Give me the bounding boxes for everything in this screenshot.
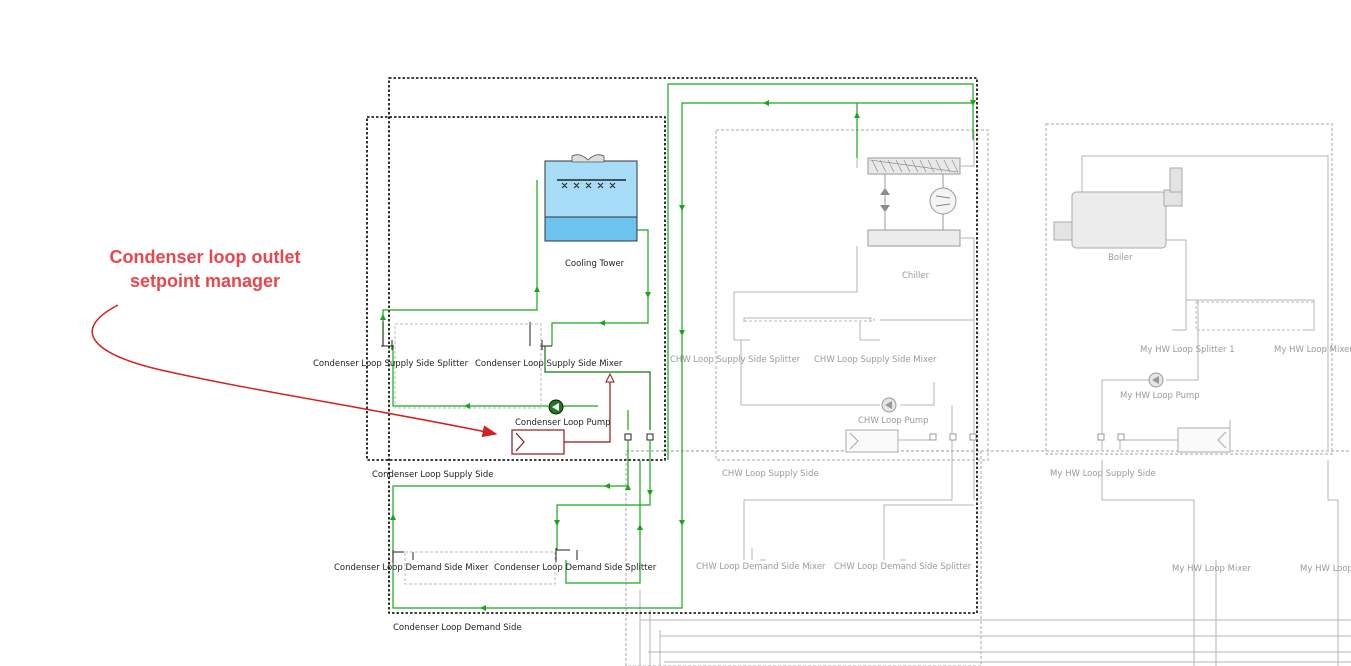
chw-demand-mixer-label: CHW Loop Demand Side Mixer: [696, 562, 826, 572]
annotation-line-2: setpoint manager: [130, 271, 280, 291]
chw-supply-side-box[interactable]: [715, 129, 989, 461]
condenser-pump-label: Condenser Loop Pump: [515, 418, 611, 428]
condenser-supply-side-label: Condenser Loop Supply Side: [372, 470, 494, 480]
chw-supply-mixer-label: CHW Loop Supply Side Mixer: [814, 355, 937, 365]
condenser-demand-branch-box: [404, 551, 556, 585]
condenser-demand-side-label: Condenser Loop Demand Side: [393, 623, 522, 633]
hw-pump-label: My HW Loop Pump: [1120, 391, 1200, 401]
chw-demand-side-box[interactable]: [625, 450, 982, 666]
annotation-arrow: [91, 304, 498, 438]
condenser-supply-splitter-label: Condenser Loop Supply Side Splitter: [313, 359, 469, 369]
condenser-supply-side-box[interactable]: [366, 116, 666, 461]
chiller-icon[interactable]: [867, 157, 961, 247]
chw-setpoint-manager-icon[interactable]: [845, 429, 899, 453]
condenser-supply-mixer-label: Condenser Loop Supply Side Mixer: [475, 359, 623, 369]
chw-demand-splitter-label: CHW Loop Demand Side Splitter: [834, 562, 972, 572]
condenser-demand-splitter-label: Condenser Loop Demand Side Splitter: [494, 563, 657, 573]
condenser-demand-mixer-label: Condenser Loop Demand Side Mixer: [334, 563, 489, 573]
hw-demand-mixer-label: My HW Loop Mixer: [1172, 564, 1251, 574]
hw-loop-graphics: Boiler My HW Loop Splitter 1 My HW Loop …: [1045, 123, 1351, 574]
chw-supply-splitter-label: CHW Loop Supply Side Splitter: [670, 355, 801, 365]
cooling-tower-label: Cooling Tower: [565, 259, 625, 269]
hw-supply-side-label: My HW Loop Supply Side: [1050, 469, 1156, 479]
hw-mixer-label: My HW Loop Mixer: [1274, 345, 1351, 355]
condenser-setpoint-manager-icon[interactable]: [511, 372, 615, 455]
annotation-line-1: Condenser loop outlet: [110, 247, 301, 267]
hw-splitter-label: My HW Loop Splitter 1: [1140, 345, 1235, 355]
chw-supply-side-label: CHW Loop Supply Side: [722, 469, 819, 479]
hw-setpoint-manager-icon[interactable]: [1177, 427, 1231, 453]
condenser-loop-graphics: Cooling Tower Condenser Loop Supply Side…: [313, 77, 978, 633]
chiller-label: Chiller: [902, 271, 930, 281]
hw-supply-side-box[interactable]: [1045, 123, 1333, 455]
boiler-icon[interactable]: [1053, 167, 1183, 249]
chw-loop-graphics: Chiller CHW Loop Supply Side Splitter CH…: [625, 129, 1351, 666]
hw-demand-partial-label: My HW Loop: [1300, 564, 1351, 574]
cooling-tower-icon[interactable]: [544, 154, 638, 242]
chw-pump-label: CHW Loop Pump: [858, 416, 929, 426]
boiler-label: Boiler: [1108, 253, 1133, 263]
setpoint-annotation: Condenser loop outlet setpoint manager: [91, 247, 498, 438]
condenser-demand-side-box[interactable]: [388, 77, 978, 614]
